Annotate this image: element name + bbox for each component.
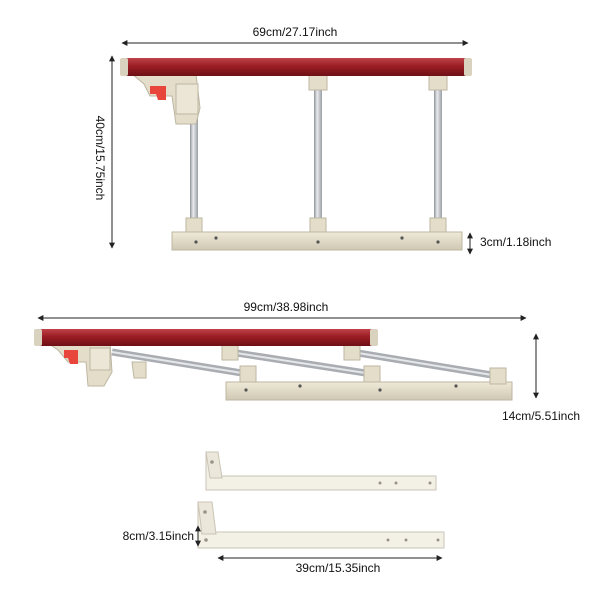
upright-rail: 69cm/27.17inch 40cm/15.75inch — [93, 25, 551, 255]
folded-base-frame — [225, 381, 513, 401]
upright-height-dimension: 40cm/15.75inch — [93, 55, 115, 249]
bracket-height-label: 8cm/3.15inch — [123, 529, 194, 543]
upright-height-label: 40cm/15.75inch — [93, 116, 107, 201]
mounting-brackets: 8cm/3.15inch 39cm/15.35inch — [123, 451, 445, 575]
upright-width-label: 69cm/27.17inch — [253, 25, 338, 39]
upright-width-dimension: 69cm/27.17inch — [121, 25, 469, 46]
folded-height-dimension: 14cm/5.51inch — [502, 333, 580, 423]
folded-top-rail — [34, 329, 378, 346]
folded-width-dimension: 99cm/38.98inch — [37, 300, 527, 321]
upright-poles — [185, 73, 448, 233]
base-thickness-label: 3cm/1.18inch — [480, 235, 551, 249]
base-thickness-dimension: 3cm/1.18inch — [467, 232, 551, 255]
folded-height-label: 14cm/5.51inch — [502, 409, 580, 423]
upright-base-frame — [171, 231, 463, 251]
folded-latch — [44, 341, 147, 387]
bracket-lower — [197, 501, 445, 549]
upright-top-rail — [120, 58, 472, 76]
folded-poles — [111, 343, 507, 385]
bracket-height-dimension: 8cm/3.15inch — [123, 525, 201, 547]
bracket-length-label: 39cm/15.35inch — [296, 561, 381, 575]
bracket-upper — [205, 451, 437, 491]
bracket-length-dimension: 39cm/15.35inch — [217, 555, 443, 575]
upright-latch — [130, 73, 201, 125]
folded-width-label: 99cm/38.98inch — [244, 300, 329, 314]
folded-rail: 99cm/38.98inch 14cm/5.51inch — [34, 300, 580, 423]
